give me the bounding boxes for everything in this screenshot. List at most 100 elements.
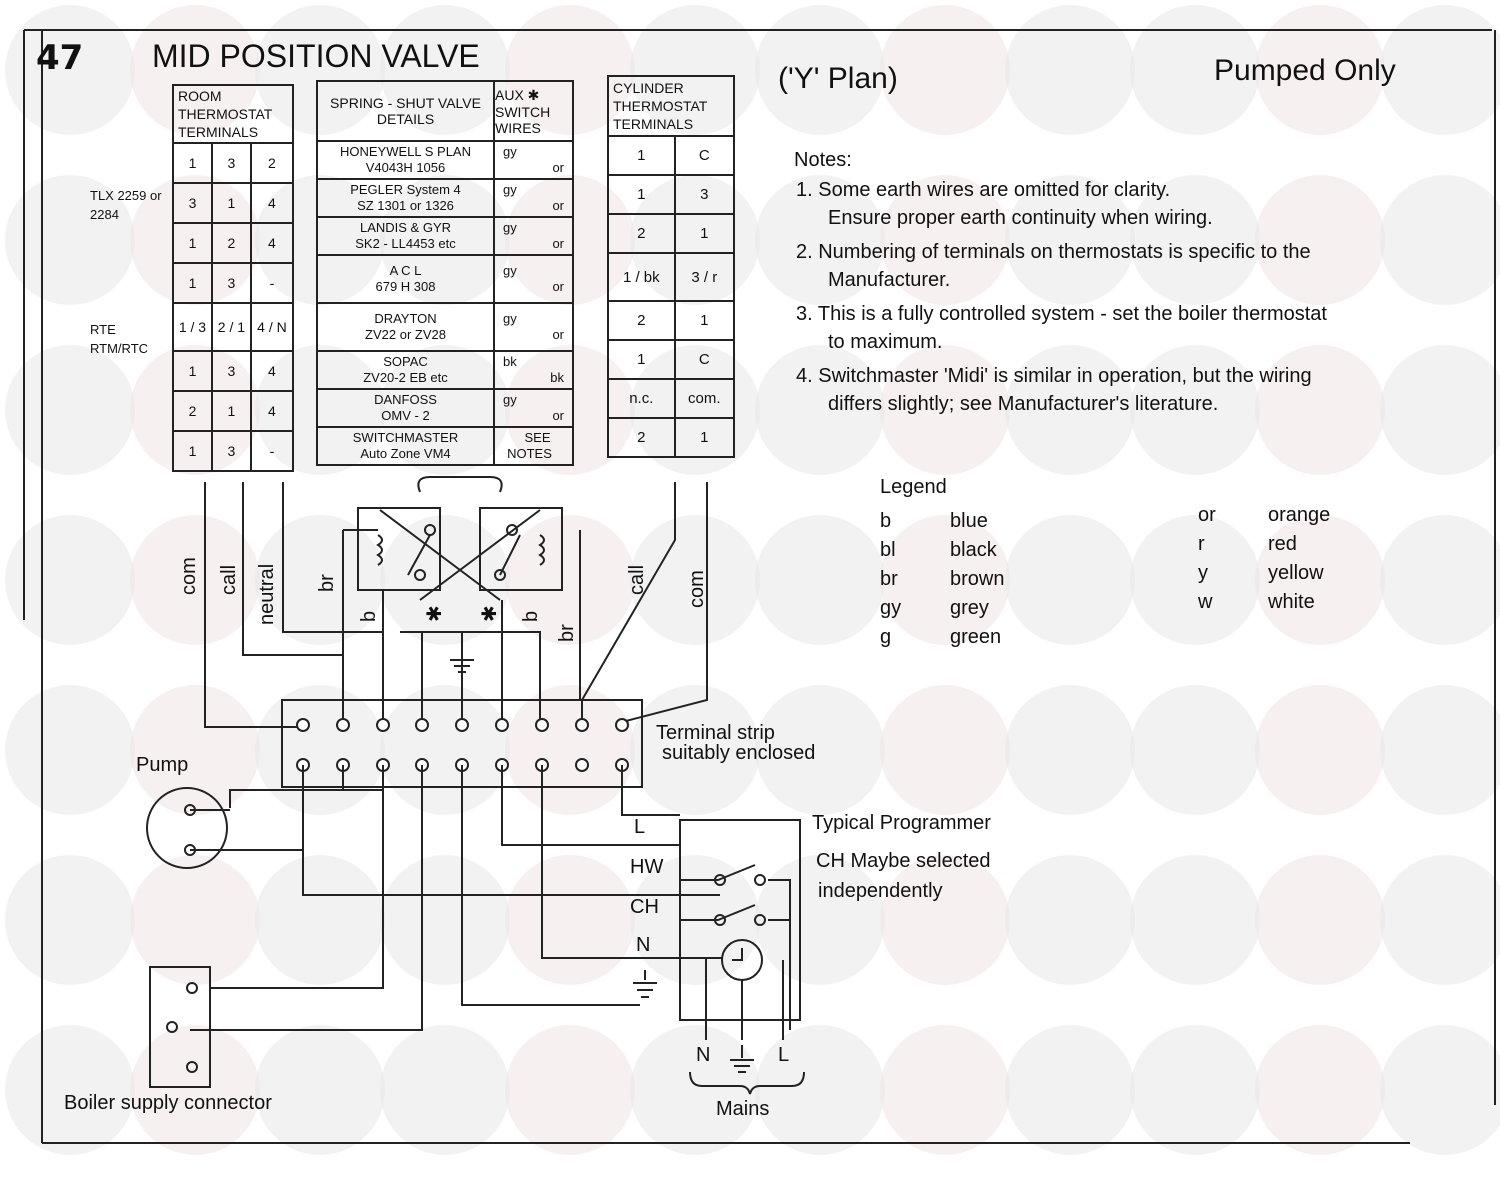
diagram-number: 47 xyxy=(36,38,84,78)
legend-code: y xyxy=(1198,562,1208,584)
watermark-circle xyxy=(255,685,385,815)
watermark-circle xyxy=(255,515,385,645)
watermark-circle xyxy=(5,855,135,985)
watermark-circle xyxy=(880,175,1010,305)
table-cell: com. xyxy=(673,378,736,419)
legend-color: blue xyxy=(950,510,988,532)
valve-model: ZV20-2 EB etc xyxy=(363,370,448,385)
watermark-circle xyxy=(1130,175,1260,305)
watermark-circle xyxy=(5,175,135,305)
table-cell: 3 xyxy=(210,142,252,184)
pump-symbol xyxy=(146,787,228,869)
legend-color: brown xyxy=(950,568,1005,590)
wire-aux xyxy=(400,631,541,725)
terminal xyxy=(535,718,549,732)
table-cell: 2 xyxy=(172,390,213,432)
table-cell: 1 / 3 xyxy=(172,302,213,352)
aux-wire-1: gy xyxy=(503,311,517,326)
watermark-circle xyxy=(630,1025,760,1155)
legend-color: black xyxy=(950,539,997,561)
wire-cross xyxy=(379,509,541,601)
table-cell: 1 xyxy=(172,430,213,472)
valve-model: OMV - 2 xyxy=(381,408,430,423)
table-cell: 1 xyxy=(673,417,736,458)
legend-color: yellow xyxy=(1268,562,1324,584)
legend-color: red xyxy=(1268,533,1297,555)
valve-model: V4043H 1056 xyxy=(365,160,446,175)
watermark-circle xyxy=(5,515,135,645)
table-cell: gy or xyxy=(493,302,574,352)
wire-label: ✱ xyxy=(479,605,501,622)
legend-color: white xyxy=(1268,591,1315,613)
table-cell: 1 / bk xyxy=(607,252,676,302)
table-cell: 4 xyxy=(249,350,295,392)
valve-name: DRAYTON xyxy=(374,311,437,326)
watermark-circle xyxy=(880,345,1010,475)
table-cell: 1 xyxy=(673,300,736,341)
valve-model: SK2 - LL4453 etc xyxy=(355,236,456,251)
terminal-strip-label: Terminal strip xyxy=(656,722,775,744)
watermark-circle xyxy=(1255,5,1385,135)
watermark-circle xyxy=(130,1025,260,1155)
watermark-circle xyxy=(755,175,885,305)
aux-wire-2: or xyxy=(552,327,564,342)
table-cell: 3 xyxy=(210,262,252,304)
legend-code: or xyxy=(1198,504,1216,526)
aux-wire-2: or xyxy=(552,408,564,423)
table-cell: 2 xyxy=(607,300,676,341)
note-line: 1. Some earth wires are omitted for clar… xyxy=(796,179,1171,201)
watermark-circle xyxy=(5,345,135,475)
terminal xyxy=(575,718,589,732)
aux-wire-2: NOTES xyxy=(507,446,552,461)
watermark-circle xyxy=(1380,175,1500,305)
watermark-circle xyxy=(1130,345,1260,475)
notes-heading: Notes: xyxy=(794,149,852,171)
note-line: 2. Numbering of terminals on thermostats… xyxy=(796,241,1311,263)
frame xyxy=(23,29,1496,1144)
table-cell: 2 xyxy=(607,213,676,254)
legend-code: w xyxy=(1198,591,1213,613)
watermark-circle xyxy=(1380,685,1500,815)
table-cell: 1 xyxy=(172,350,213,392)
watermark-circle xyxy=(880,1025,1010,1155)
programmer-terminal-l: L xyxy=(634,816,646,838)
mains-n-label: N xyxy=(696,1044,711,1066)
watermark-circle xyxy=(630,685,760,815)
watermark-circle xyxy=(1005,515,1135,645)
wire-cyl-call xyxy=(581,482,676,725)
note-line: Ensure proper earth continuity when wiri… xyxy=(828,207,1213,229)
watermark-circle xyxy=(1255,345,1385,475)
aux-wire-1: SEE xyxy=(524,430,551,445)
table-cell: - xyxy=(249,430,295,472)
table-cell: 4 xyxy=(249,390,295,432)
terminal xyxy=(415,718,429,732)
aux-wire-2: or xyxy=(552,160,564,175)
watermark-circle xyxy=(755,515,885,645)
watermark-circle xyxy=(755,5,885,135)
watermark-circle xyxy=(1255,1025,1385,1155)
valve-name: A C L xyxy=(389,263,422,278)
table-cell: 3 xyxy=(210,430,252,472)
table-cell: 3 xyxy=(210,350,252,392)
valve-model: ZV22 or ZV28 xyxy=(365,327,446,342)
valve-name: SWITCHMASTER xyxy=(352,430,459,445)
valve-name: PEGLER System 4 xyxy=(350,182,461,197)
boiler-connector-box xyxy=(149,966,211,1088)
watermark-circle xyxy=(1005,175,1135,305)
watermark-circle xyxy=(255,1025,385,1155)
watermark-circle xyxy=(5,5,135,135)
watermark-circle xyxy=(1005,5,1135,135)
table-cell: 1 xyxy=(607,339,676,380)
note-line: to maximum. xyxy=(828,331,943,353)
